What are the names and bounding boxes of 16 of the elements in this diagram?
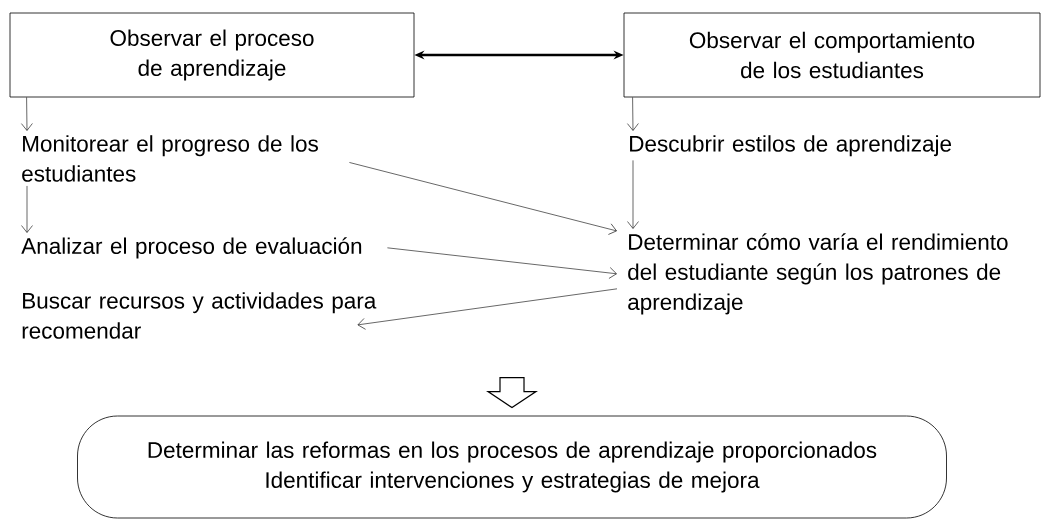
arrow [357, 288, 618, 330]
step-text: Descubrir estilos de aprendizaje [630, 135, 952, 157]
arrow [627, 160, 639, 229]
step-text: Determinar cómo varía el rendimiento del estudiante según los patrones de aprendizaje [628, 233, 1008, 315]
arrow [349, 162, 617, 235]
arrow [21, 185, 33, 233]
step-text: Buscar recursos y actividades para recomendar [22, 292, 377, 339]
step-text: Monitorear el progreso de los estudiantes [22, 135, 318, 182]
block-arrow [486, 377, 538, 409]
arrow [627, 97, 639, 131]
arrow [21, 97, 33, 131]
arrow [387, 247, 617, 279]
step-text: Analizar el proceso de evaluación [21, 237, 362, 259]
process-box: Observar el comportamiento de los estudiantes [623, 12, 1041, 98]
result-box: Determinar las reformas en los procesos de aprendizaje proporcionados Identificar intervenciones y estrategias de mejora [77, 415, 947, 519]
process-box: Observar el proceso de aprendizaje [9, 12, 415, 98]
